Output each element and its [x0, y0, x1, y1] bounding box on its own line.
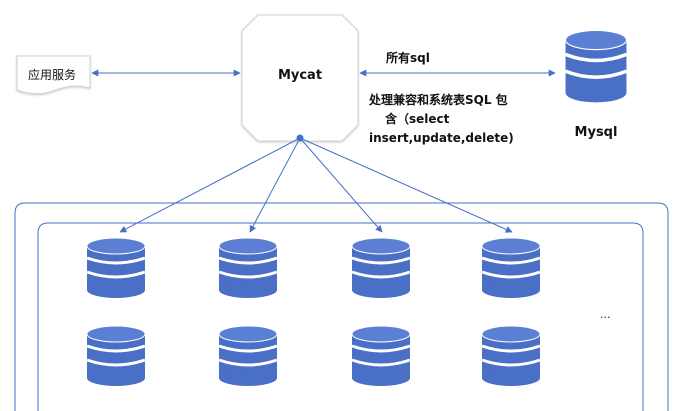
- app-service-node: 应用服务: [16, 55, 91, 95]
- cluster-container: ...: [14, 202, 669, 411]
- octagon-node-icon: [241, 14, 359, 142]
- database-cylinder-icon: [85, 324, 147, 388]
- database-cylinder-icon: [350, 236, 412, 300]
- database-cylinder-icon: [480, 324, 542, 388]
- mysql-node: Mysql: [563, 28, 629, 140]
- edge-top-label: 所有sql: [386, 50, 430, 65]
- mycat-node: Mycat: [241, 14, 359, 142]
- cluster-ellipsis: ...: [600, 308, 611, 321]
- edge-bottom-line1: 处理兼容和系统表SQL 包: [368, 92, 508, 107]
- database-cylinder-icon: [217, 236, 279, 300]
- fanout-arrow-3: [299, 137, 383, 233]
- edge-bottom-line2: 含（select: [385, 111, 450, 126]
- fanout-arrow-1: [119, 137, 301, 233]
- database-cylinder-icon: [217, 324, 279, 388]
- fanout-arrows: [119, 134, 513, 233]
- mysql-label: Mysql: [575, 125, 618, 140]
- fanout-arrow-4: [299, 137, 513, 233]
- mycat-label: Mycat: [278, 68, 322, 83]
- database-cylinder-icon: [480, 236, 542, 300]
- database-cylinder-icon: [350, 324, 412, 388]
- fanout-arrow-2: [249, 137, 301, 233]
- cluster-inner-frame: [37, 222, 644, 411]
- app-service-label: 应用服务: [28, 67, 76, 82]
- edge-bottom-line3: insert,update,delete): [369, 131, 514, 145]
- database-cylinder-icon: [563, 28, 629, 105]
- cluster-outer-frame: [14, 202, 669, 411]
- document-shape-icon: [16, 55, 91, 95]
- database-cylinder-icon: [85, 236, 147, 300]
